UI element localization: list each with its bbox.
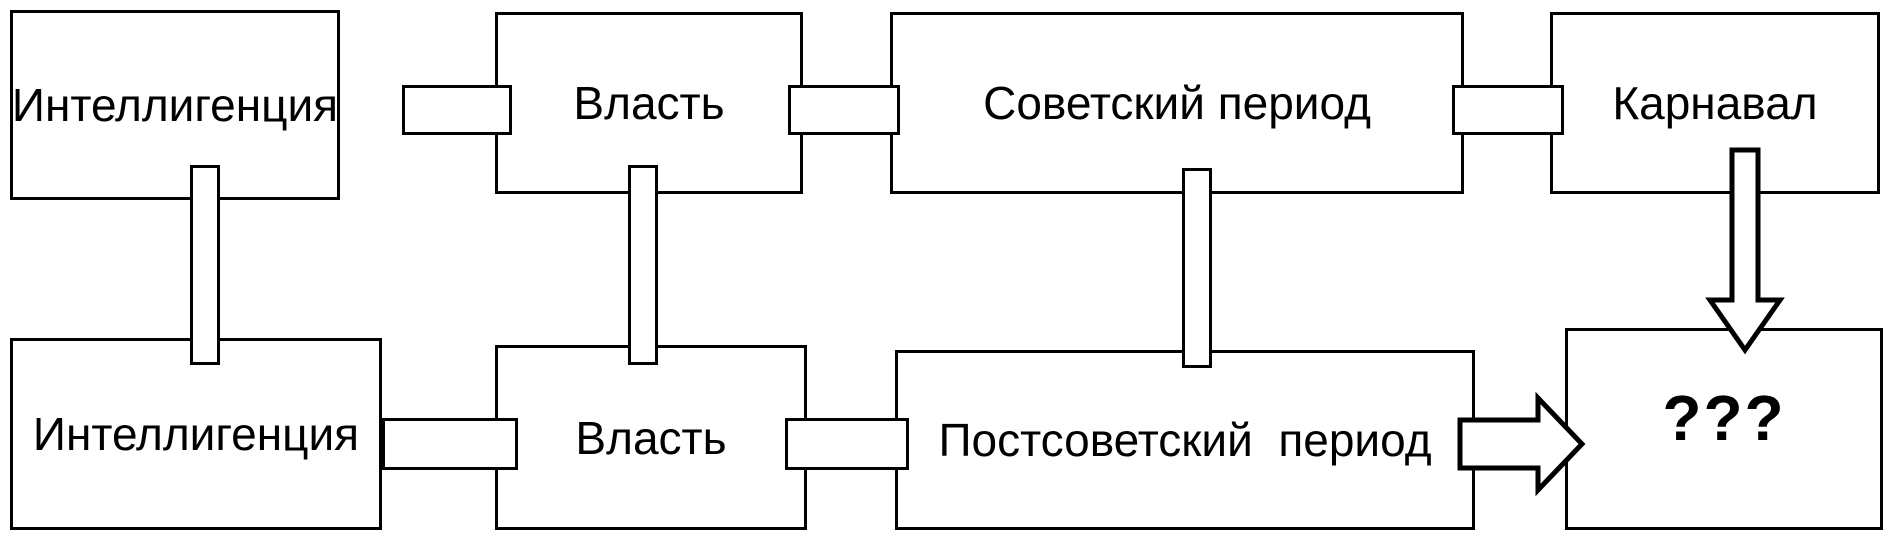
top-period-box: Советский период [890, 12, 1464, 194]
bottom-intelligentsia-label: Интеллигенция [32, 408, 360, 460]
connector-top-power-period [788, 85, 900, 135]
connector-top-intelligentsia-power [402, 85, 512, 135]
connector-vertical-power [628, 165, 658, 365]
arrow-down-icon [1705, 147, 1785, 355]
top-carnival-label: Карнавал [1612, 77, 1818, 129]
top-power-label: Власть [573, 77, 725, 129]
connector-vertical-intelligentsia [190, 165, 220, 365]
top-carnival-box: Карнавал [1550, 12, 1880, 194]
top-intelligentsia-box: Интеллигенция [10, 10, 340, 200]
connector-top-period-carnival [1452, 85, 1564, 135]
connector-bottom-power-period [785, 418, 909, 470]
connector-bottom-intelligentsia-power [382, 418, 518, 470]
arrow-right-icon [1457, 391, 1586, 497]
bottom-unknown-box: ??? [1565, 328, 1883, 530]
bottom-power-label: Власть [575, 411, 727, 464]
bottom-power-box: Власть [495, 345, 807, 530]
top-period-label: Советский период [983, 77, 1371, 129]
connector-vertical-period [1182, 168, 1212, 368]
bottom-unknown-label: ??? [1662, 382, 1786, 454]
top-intelligentsia-label: Интеллигенция [11, 79, 339, 131]
bottom-period-label: Постсоветский период [938, 414, 1432, 466]
bottom-intelligentsia-box: Интеллигенция [10, 338, 382, 530]
